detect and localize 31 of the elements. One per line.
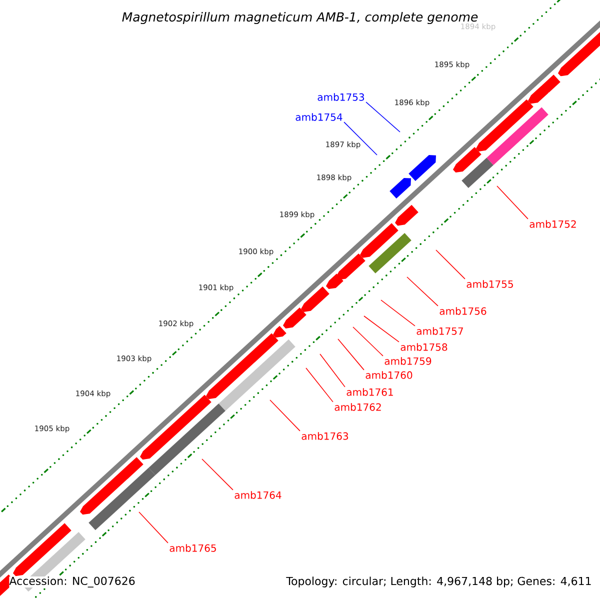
gene-label: amb1757: [416, 327, 463, 335]
leader-line: [138, 512, 168, 544]
gene-label: amb1764: [234, 491, 282, 499]
gene-label: amb1752: [530, 220, 576, 228]
leader-line: [306, 368, 334, 402]
gene-label: amb1754: [296, 113, 342, 121]
gene-label: amb1756: [440, 307, 486, 315]
gene-label: amb1758: [400, 343, 448, 351]
leader-line: [320, 354, 346, 388]
leader-line: [406, 276, 438, 306]
title: Magnetospirillum magneticum AMB-1, complete genome: [122, 12, 478, 24]
gene-label: amb1760: [366, 371, 412, 379]
leader-line: [338, 338, 364, 370]
gene-label: amb1761: [346, 388, 393, 396]
gene-label: amb1762: [334, 403, 381, 411]
leader-line: [436, 250, 466, 280]
leader-line: [366, 102, 400, 132]
accession-text: Accession: NC_007626: [9, 576, 136, 588]
leader-line: [270, 400, 300, 432]
leader-line: [344, 122, 378, 156]
gene-label: amb1759: [384, 357, 432, 365]
leader-line: [352, 326, 384, 356]
leader-line: [380, 300, 416, 326]
leader-line: [202, 458, 234, 490]
leader-line: [364, 316, 400, 342]
gene-label: amb1753: [318, 93, 364, 101]
genome-info-text: Topology: circular; Length: 4,967,148 bp; Genes: 4,611: [286, 576, 591, 588]
gene-label: amb1765: [170, 544, 216, 552]
leader-line: [496, 186, 528, 220]
gene-label: amb1763: [302, 432, 348, 440]
gene-label: amb1755: [466, 280, 513, 288]
